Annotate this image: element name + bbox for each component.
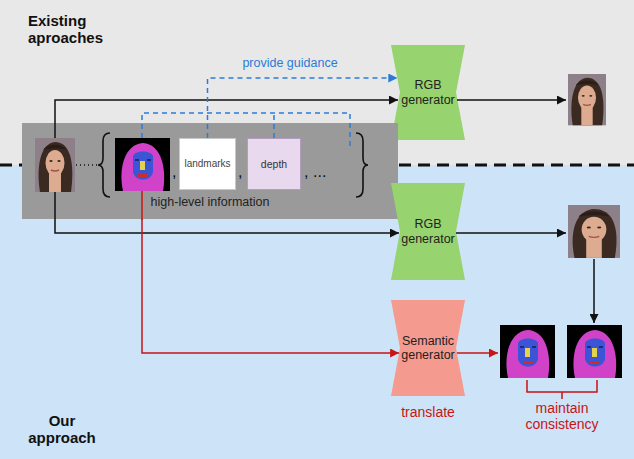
guidance-dashes bbox=[273, 113, 275, 138]
semantic-generator: Semantic generator bbox=[391, 300, 465, 396]
consistency-bracket bbox=[561, 392, 563, 399]
input-arrow bbox=[55, 100, 398, 138]
section-title: Existing aproaches bbox=[28, 12, 118, 47]
translated-segmentation-map bbox=[500, 325, 555, 378]
output-face-photo bbox=[568, 205, 620, 258]
landmarks-box: landmarks bbox=[179, 138, 236, 190]
high-level-band: high-level information landmarks depth bbox=[22, 123, 398, 219]
list-comma: , bbox=[304, 163, 308, 181]
label-holder: , bbox=[304, 163, 308, 181]
output-arrow bbox=[457, 99, 566, 101]
list-ellipsis: ... bbox=[313, 163, 326, 181]
hourglass-shape bbox=[391, 300, 465, 396]
edge-label: provide guidance bbox=[240, 56, 339, 70]
rgb-generator: RGB generator bbox=[391, 183, 465, 280]
right-brace bbox=[356, 133, 368, 197]
input-arrow bbox=[55, 192, 399, 233]
hourglass-shape bbox=[391, 183, 465, 280]
label-holder: , bbox=[172, 163, 176, 181]
connector-arrow bbox=[142, 219, 399, 353]
list-comma: , bbox=[172, 163, 176, 181]
guidance-dashes bbox=[142, 113, 350, 150]
output-face-photo bbox=[568, 74, 606, 125]
section-title: Our approach bbox=[17, 412, 107, 447]
rgb-generator: RGB generator bbox=[391, 45, 465, 140]
edge-label-holder: provide guidance bbox=[240, 56, 339, 70]
dotted-link bbox=[76, 164, 97, 166]
consistency-bracket bbox=[527, 380, 597, 392]
node-text: high-level information bbox=[22, 195, 398, 209]
label-holder: , bbox=[238, 163, 242, 181]
step-label: maintain consistency bbox=[506, 400, 618, 432]
node-text: Semantic generator bbox=[401, 334, 455, 363]
label-holder: translate bbox=[388, 404, 468, 420]
parsed-segmentation-map bbox=[567, 325, 622, 378]
depth-box: depth bbox=[247, 138, 301, 190]
label-holder: Our approach bbox=[17, 412, 107, 447]
node-text: depth bbox=[261, 158, 287, 170]
list-comma: , bbox=[238, 163, 242, 181]
left-brace bbox=[98, 133, 110, 197]
label-holder: maintain consistency bbox=[506, 400, 618, 432]
node-text: RGB generator bbox=[401, 78, 455, 107]
semantic-output-arrow bbox=[457, 352, 498, 354]
input-face-photo bbox=[35, 138, 75, 192]
input-segmentation-map bbox=[115, 138, 170, 191]
node-text: landmarks bbox=[184, 158, 230, 170]
semantic-input-stub bbox=[141, 191, 143, 220]
label-holder: Existing aproaches bbox=[28, 12, 118, 47]
node-text: RGB generator bbox=[401, 217, 455, 246]
hourglass-shape bbox=[391, 45, 465, 140]
parse-arrow bbox=[593, 259, 595, 323]
step-label: translate bbox=[388, 404, 468, 420]
output-arrow bbox=[456, 232, 566, 234]
label-holder: ... bbox=[313, 163, 326, 181]
connector-arrow bbox=[208, 78, 398, 138]
